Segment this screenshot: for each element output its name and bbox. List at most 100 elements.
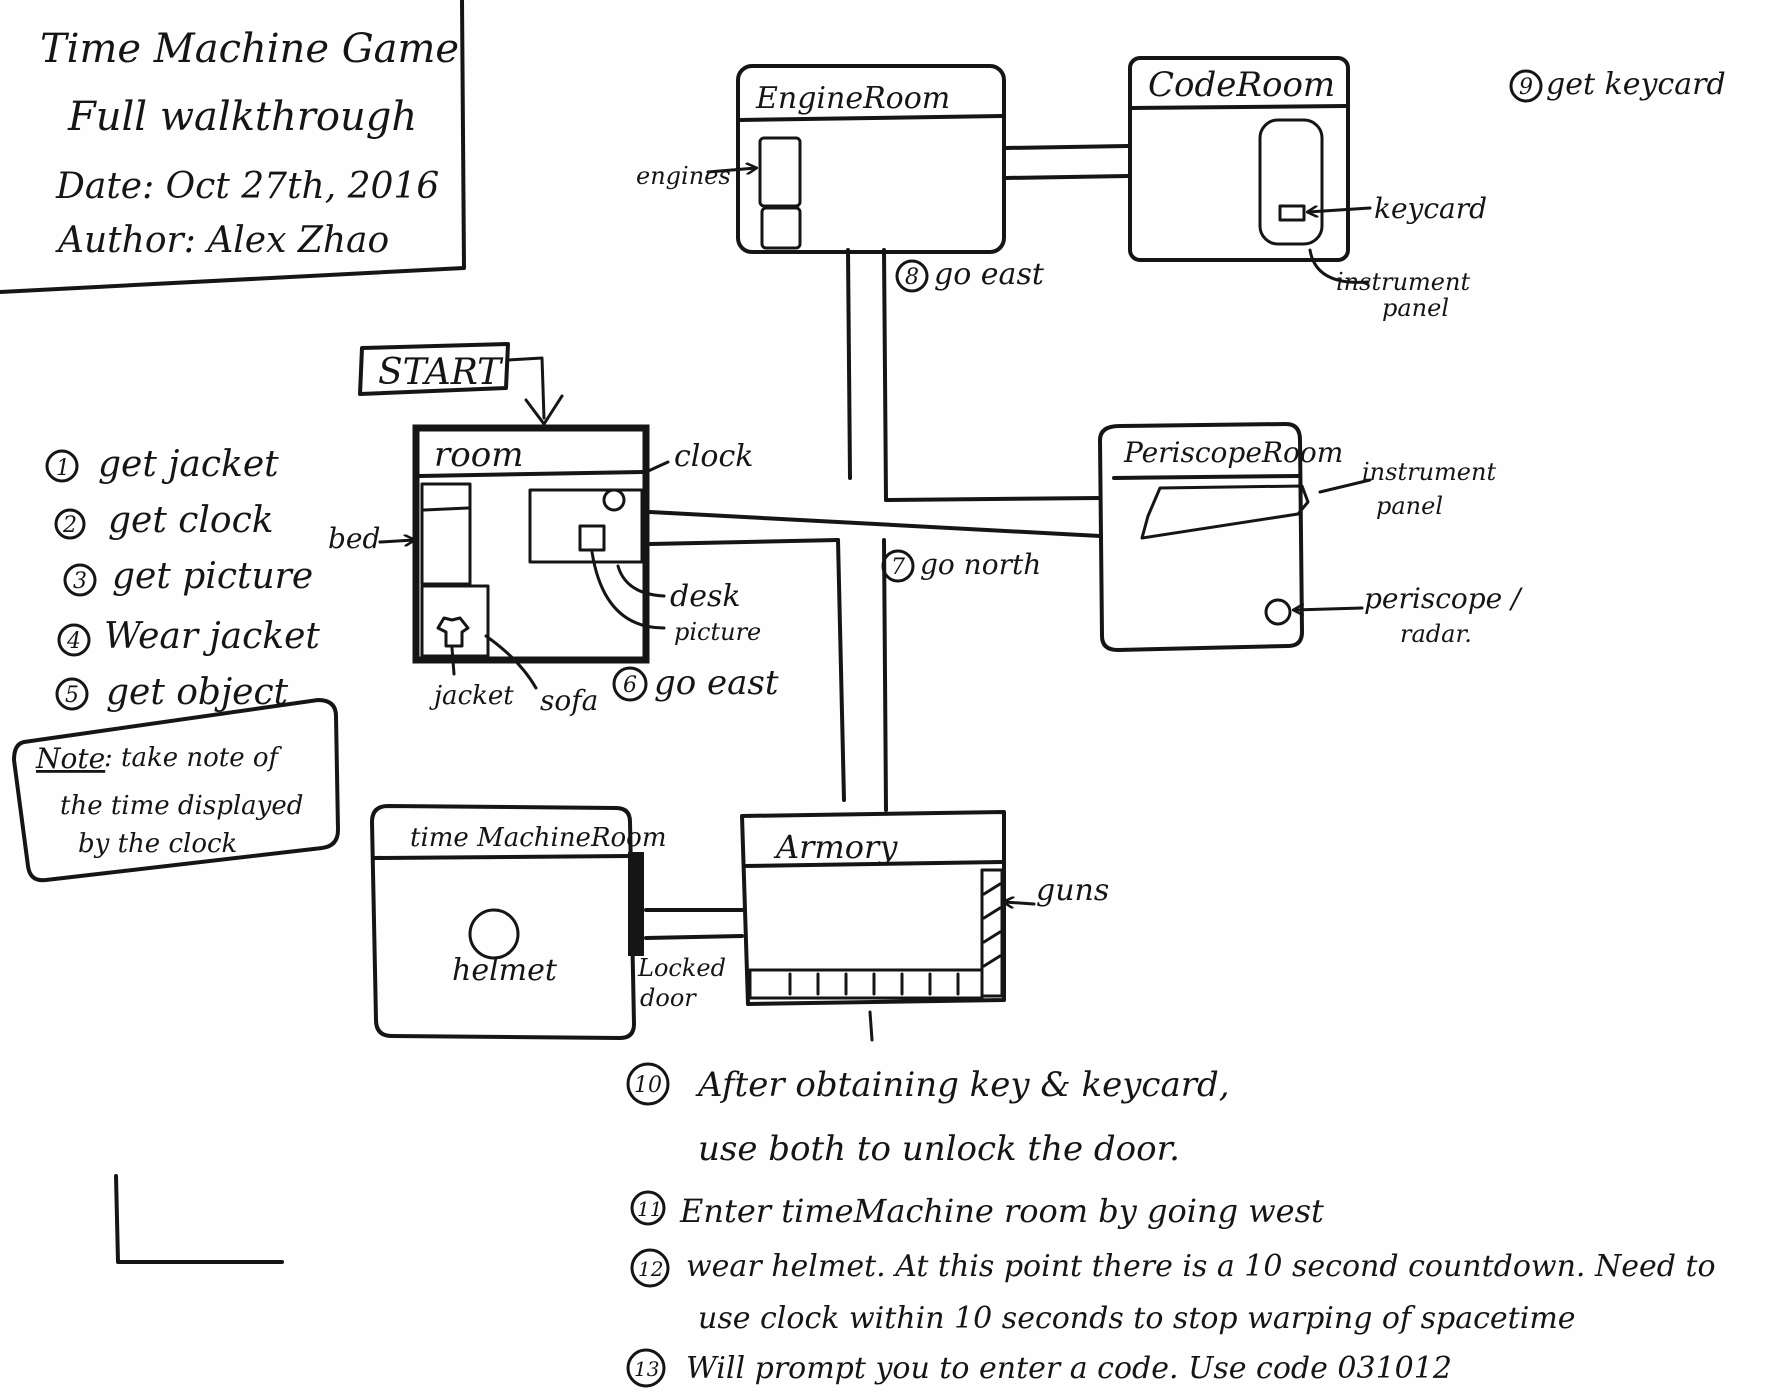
periscope-icon xyxy=(1264,598,1292,626)
time-machine-room-box xyxy=(370,804,636,1040)
periscope-instrument-panel xyxy=(1140,484,1310,540)
gun-rack-bottom xyxy=(748,968,984,1000)
step-11-number: 11 xyxy=(637,1197,662,1221)
step-3-marker xyxy=(63,563,97,597)
step-10-number: 10 xyxy=(634,1073,662,1098)
corridor-east-west xyxy=(648,510,1102,538)
step-10-line-2: use both to unlock the door. xyxy=(698,1129,1180,1169)
note-line-3: by the clock xyxy=(78,829,237,859)
jacket-pointer xyxy=(450,646,456,676)
guns-label: guns xyxy=(1036,873,1109,908)
step-7-marker xyxy=(881,549,915,583)
corridor-periscope-top xyxy=(884,496,1102,502)
corridor-armory-bottom xyxy=(644,934,744,940)
desk-label: desk xyxy=(670,579,741,614)
step-4: 4 Wear jacket xyxy=(57,616,320,657)
locked-door-label-1: Locked xyxy=(637,954,726,982)
room-header-line xyxy=(418,470,646,478)
step-1: 1 get jacket xyxy=(45,444,279,485)
step-6-text: go east xyxy=(654,663,779,703)
step-1-text: get jacket xyxy=(98,444,279,485)
title-block: Time Machine Game Full walkthrough Date:… xyxy=(0,0,466,294)
periscope-label-1: periscope / xyxy=(1364,582,1523,615)
step-12-line-1: wear helmet. At this point there is a 10… xyxy=(686,1249,1716,1284)
note-label: Note xyxy=(35,742,105,775)
sofa xyxy=(420,584,490,658)
picture-icon xyxy=(578,524,606,552)
step-7-text: go north xyxy=(920,548,1041,581)
step-2-text: get clock xyxy=(108,500,274,541)
periscope-panel-pointer xyxy=(1318,478,1372,494)
step-13: 13 Will prompt you to enter a code. Use … xyxy=(626,1348,1452,1388)
step-13-marker xyxy=(626,1348,666,1388)
step-9-marker xyxy=(1509,69,1543,103)
code-panel-label-2: panel xyxy=(1382,294,1449,322)
step-10-line-1: After obtaining key & keycard, xyxy=(695,1065,1230,1105)
picture-pointer xyxy=(590,550,666,630)
note-box: Note : take note of the time displayed b… xyxy=(12,698,340,883)
step-9-number: 9 xyxy=(1519,75,1533,100)
step-11-marker xyxy=(630,1190,666,1226)
code-room: CodeRoom keycard instrument panel xyxy=(1128,56,1487,322)
step-8: 8 go east xyxy=(895,257,1045,293)
step-2-marker xyxy=(54,508,86,540)
step-7-number: 7 xyxy=(891,555,905,580)
helmet-icon xyxy=(468,908,520,960)
step-6: 6 go east xyxy=(612,663,779,703)
corridor-stub xyxy=(868,1010,874,1042)
periscope-room: PeriscopeRoom instrument panel periscope… xyxy=(1098,422,1523,652)
step-9-text: get keycard xyxy=(1546,67,1726,102)
armory-header-line xyxy=(742,860,1004,868)
engines-label: engines xyxy=(636,162,731,190)
clock-pointer xyxy=(644,460,670,474)
keycard-label: keycard xyxy=(1374,192,1487,225)
bed-label: bed xyxy=(328,522,380,555)
engine-1 xyxy=(758,136,802,208)
start-box xyxy=(358,342,510,396)
step-6-number: 6 xyxy=(623,673,637,698)
start-marker: START xyxy=(358,342,564,426)
step-11: 11 Enter timeMachine room by going west xyxy=(630,1190,1324,1230)
engine-2 xyxy=(760,206,802,250)
step-9: 9 get keycard xyxy=(1509,67,1726,103)
step-4-marker xyxy=(57,623,91,657)
clock-label: clock xyxy=(674,439,753,474)
step-8-marker xyxy=(895,259,929,293)
note-border xyxy=(12,698,340,883)
step-5: 5 get object xyxy=(55,672,289,713)
periscope-panel-label-2: panel xyxy=(1376,492,1443,520)
periscope-room-title: PeriscopeRoom xyxy=(1123,436,1343,469)
locked-door xyxy=(628,852,644,956)
periscope-arrow xyxy=(1294,608,1364,610)
step-5-marker xyxy=(55,677,89,711)
engine-room-header-line xyxy=(738,114,1004,122)
note-line-2: the time displayed xyxy=(60,791,303,821)
sofa-pointer xyxy=(484,634,538,690)
step-3: 3 get picture xyxy=(63,556,313,597)
engine-room: EngineRoom engines xyxy=(636,64,1006,254)
bed-pillow xyxy=(422,506,470,512)
time-machine-room-title: time MachineRoom xyxy=(410,823,666,853)
code-panel-pointer xyxy=(1308,248,1370,284)
step-5-text: get object xyxy=(106,672,289,713)
title-author: Author: Alex Zhao xyxy=(55,220,389,261)
step-10-marker xyxy=(626,1062,670,1106)
keycard-icon xyxy=(1278,204,1306,222)
gun-rack-bottom-guns xyxy=(788,972,960,996)
step-13-number: 13 xyxy=(634,1357,659,1381)
armory: Armory guns xyxy=(740,810,1109,1006)
step-3-text: get picture xyxy=(112,556,313,597)
code-room-title: CodeRoom xyxy=(1148,65,1335,105)
step-2-number: 2 xyxy=(62,513,77,538)
step-1-number: 1 xyxy=(56,456,70,481)
starting-room: room clock bed desk picture jacket sofa xyxy=(328,424,761,717)
corridor-code-bottom xyxy=(1003,174,1130,180)
step-12: 12 wear helmet. At this point there is a… xyxy=(630,1248,1716,1336)
corner-mark xyxy=(114,1174,284,1264)
gun-rack-right-guns xyxy=(982,882,1002,968)
step-1-marker xyxy=(45,449,79,483)
step-6-marker xyxy=(612,666,648,702)
desk-pointer xyxy=(616,564,666,598)
bed-arrow xyxy=(378,540,414,542)
code-room-header-line xyxy=(1130,104,1348,110)
